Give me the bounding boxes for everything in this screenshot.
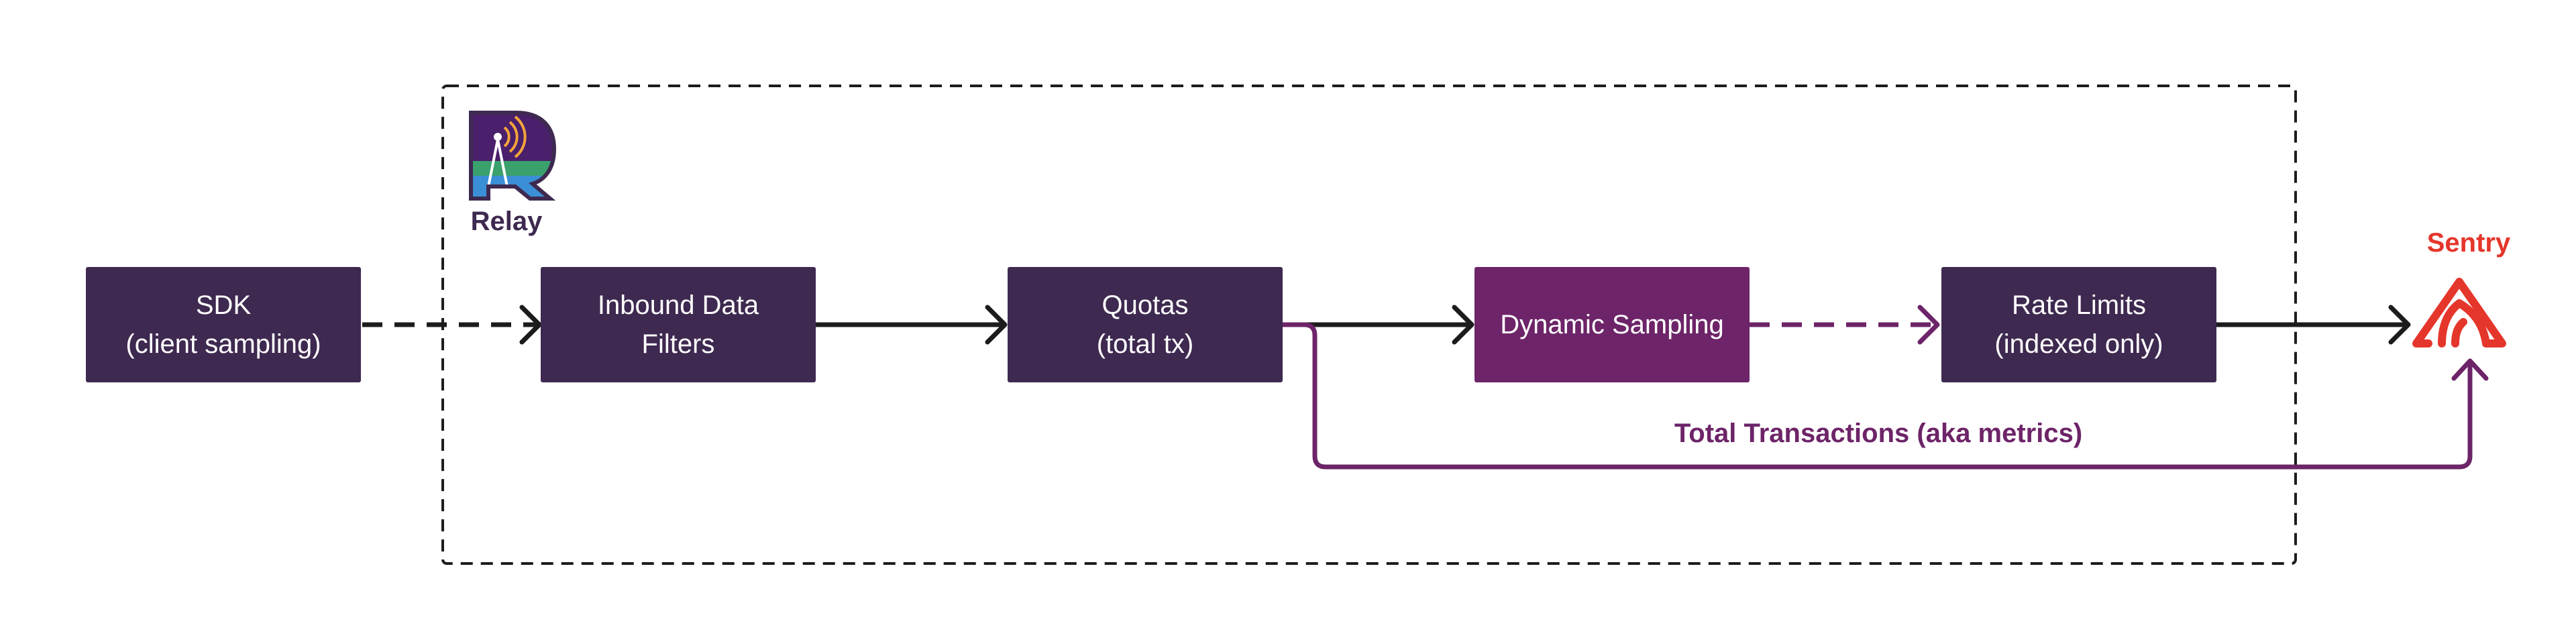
node-inbound-line1: Inbound Data bbox=[597, 290, 759, 320]
node-rate-limits: Rate Limits (indexed only) bbox=[1941, 267, 2216, 382]
sentry-logo-icon bbox=[2412, 278, 2506, 347]
node-sdk-line2: (client sampling) bbox=[125, 329, 321, 359]
edge-quotas-sentry-metrics bbox=[1283, 322, 2473, 470]
node-sdk-line1: SDK bbox=[195, 290, 252, 320]
arrowhead-quotas bbox=[985, 305, 1008, 345]
node-quotas-line1: Quotas bbox=[1102, 290, 1189, 320]
arrowhead-sentry bbox=[2388, 305, 2411, 345]
arrowhead-rate bbox=[1917, 305, 1940, 345]
node-quotas-line2: (total tx) bbox=[1096, 329, 1194, 359]
node-dynamic-sampling: Dynamic Sampling bbox=[1474, 267, 1750, 382]
arrowhead-dynamic bbox=[1452, 305, 1474, 345]
node-quotas: Quotas (total tx) bbox=[1008, 267, 1283, 382]
node-inbound-data-filters: Inbound Data Filters bbox=[541, 267, 816, 382]
node-inbound-line2: Filters bbox=[641, 329, 715, 359]
arrowhead-inbound bbox=[519, 305, 542, 345]
relay-logo-icon bbox=[469, 111, 557, 201]
arrowhead-sentry-metrics bbox=[2451, 358, 2489, 381]
node-rate-line2: (indexed only) bbox=[1994, 329, 2163, 359]
node-sdk: SDK (client sampling) bbox=[86, 267, 361, 382]
node-rate-line1: Rate Limits bbox=[2011, 290, 2147, 320]
total-transactions-label: Total Transactions (aka metrics) bbox=[1674, 419, 2083, 448]
node-dynamic-line1: Dynamic Sampling bbox=[1500, 310, 1724, 339]
sentry-label: Sentry bbox=[2426, 228, 2511, 258]
relay-label: Relay bbox=[470, 207, 543, 236]
